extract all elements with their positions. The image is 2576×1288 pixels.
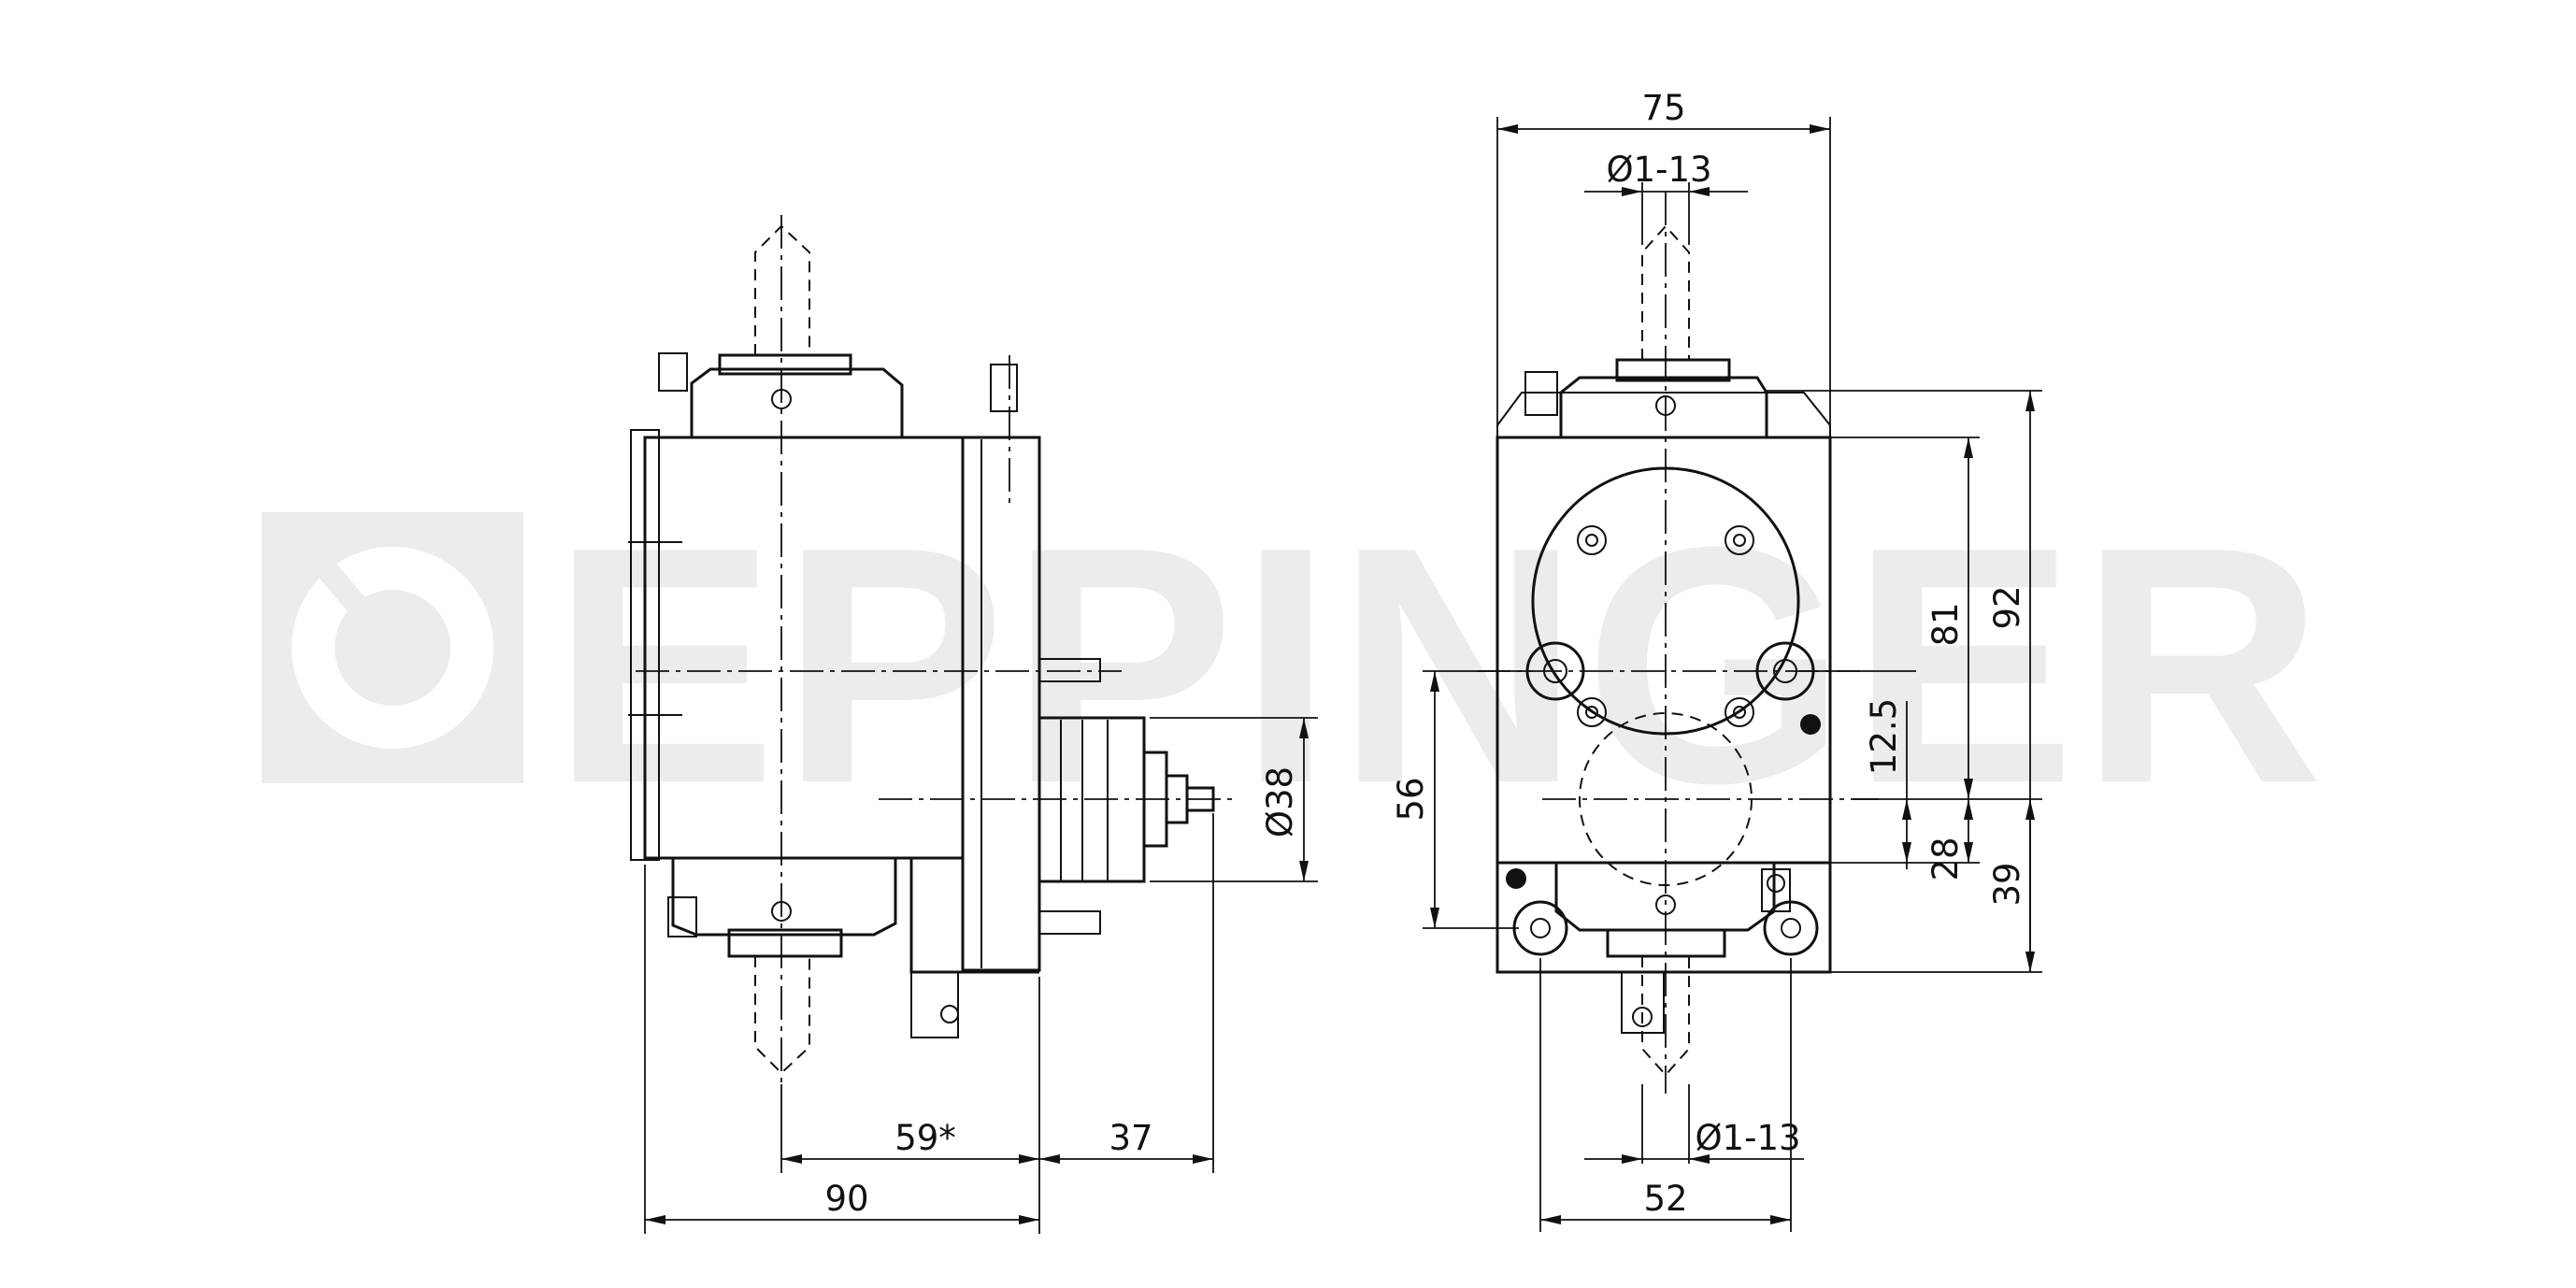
side-flange — [961, 436, 1041, 972]
dim-81-label: 81 — [1925, 602, 1966, 646]
side-dimensions: 59* 37 90 Ø38 — [644, 717, 1318, 1234]
side-top-stud — [658, 352, 688, 392]
side-pin-lower — [1038, 910, 1101, 935]
front-top-stud — [1524, 371, 1558, 416]
front-bottom-stud-bolt — [1767, 874, 1785, 893]
dim-37-label: 37 — [1109, 1118, 1152, 1158]
side-pin-upper — [1038, 658, 1101, 682]
dim-12-5-label: 12.5 — [1864, 698, 1904, 775]
front-shaft-bottom — [1641, 956, 1690, 1077]
dim-shaft-bottom-label: Ø1-13 — [1695, 1118, 1800, 1158]
front-flange-bolt-tr — [1724, 525, 1754, 555]
front-marker-dot — [1800, 714, 1821, 735]
side-back-plate — [630, 429, 660, 861]
dim-52-label: 52 — [1643, 1179, 1687, 1219]
side-bottom-housing — [671, 858, 897, 937]
side-shaft-top — [754, 224, 810, 355]
front-flange-bolt-tl-inner — [1585, 534, 1598, 547]
watermark-text: EPPINGER — [551, 478, 2327, 853]
watermark-logo-slash — [316, 559, 406, 661]
dim-arrows-28 — [1964, 799, 1973, 863]
dim-59-label: 59* — [894, 1118, 956, 1158]
side-view: 59* 37 90 Ø38 — [628, 215, 1318, 1234]
side-top-cap — [718, 353, 852, 376]
front-flange-bolt-tr-inner — [1733, 534, 1746, 547]
side-lower-lug-bolt — [940, 1005, 959, 1023]
dim-o38-label: Ø38 — [1260, 766, 1300, 837]
front-round-flange — [1531, 466, 1800, 736]
dim-56-label: 56 — [1391, 777, 1431, 821]
side-top-housing — [690, 367, 904, 437]
front-shaft-top — [1641, 224, 1690, 360]
dim-28-label: 28 — [1925, 837, 1966, 880]
dim-39-label: 39 — [1987, 862, 2027, 906]
dim-92-label: 92 — [1987, 585, 2027, 629]
dim-90-label: 90 — [824, 1179, 868, 1219]
front-top-housing — [1559, 376, 1768, 437]
front-marker-dot-2 — [1506, 868, 1526, 889]
front-view: 75 Ø1-13 Ø1-13 52 — [1391, 88, 2042, 1232]
dim-shaft-top-label: Ø1-13 — [1606, 150, 1711, 190]
front-flange-bolt-tl — [1577, 525, 1607, 555]
front-dimensions: 75 Ø1-13 Ø1-13 52 — [1391, 88, 2042, 1232]
front-flange-bolt-bl-inner — [1585, 706, 1598, 719]
dim-arrows-37 — [1039, 1154, 1213, 1164]
side-bottom-cap — [727, 928, 843, 958]
dim-arrows-12-5 — [1902, 799, 1911, 863]
front-flange-bolt-bl — [1577, 697, 1607, 727]
front-mount-hole-left-inner — [1530, 918, 1551, 938]
dim-arrows-39 — [2025, 799, 2035, 972]
side-top-lug — [990, 364, 1018, 412]
front-flange-bolt-br — [1724, 697, 1754, 727]
dim-arrows-shaft-bottom — [1622, 1154, 1710, 1164]
front-housing — [1496, 436, 1832, 865]
dim-arrows-shaft-top — [1622, 187, 1710, 196]
dim-75-label: 75 — [1641, 88, 1685, 128]
front-mount-hole-right-inner — [1781, 918, 1801, 938]
front-lower-lug-bolt — [1632, 1007, 1653, 1027]
front-mount-hole-left — [1512, 900, 1568, 956]
side-lower-lug — [910, 971, 959, 1038]
side-bottom-stud — [667, 896, 697, 937]
eppinger-watermark: EPPINGER — [262, 478, 2327, 853]
front-flange-bolt-br-inner — [1733, 706, 1746, 719]
side-shaft-bottom — [754, 956, 810, 1075]
front-top-cap — [1615, 358, 1731, 382]
front-bottom-stud — [1761, 868, 1791, 912]
